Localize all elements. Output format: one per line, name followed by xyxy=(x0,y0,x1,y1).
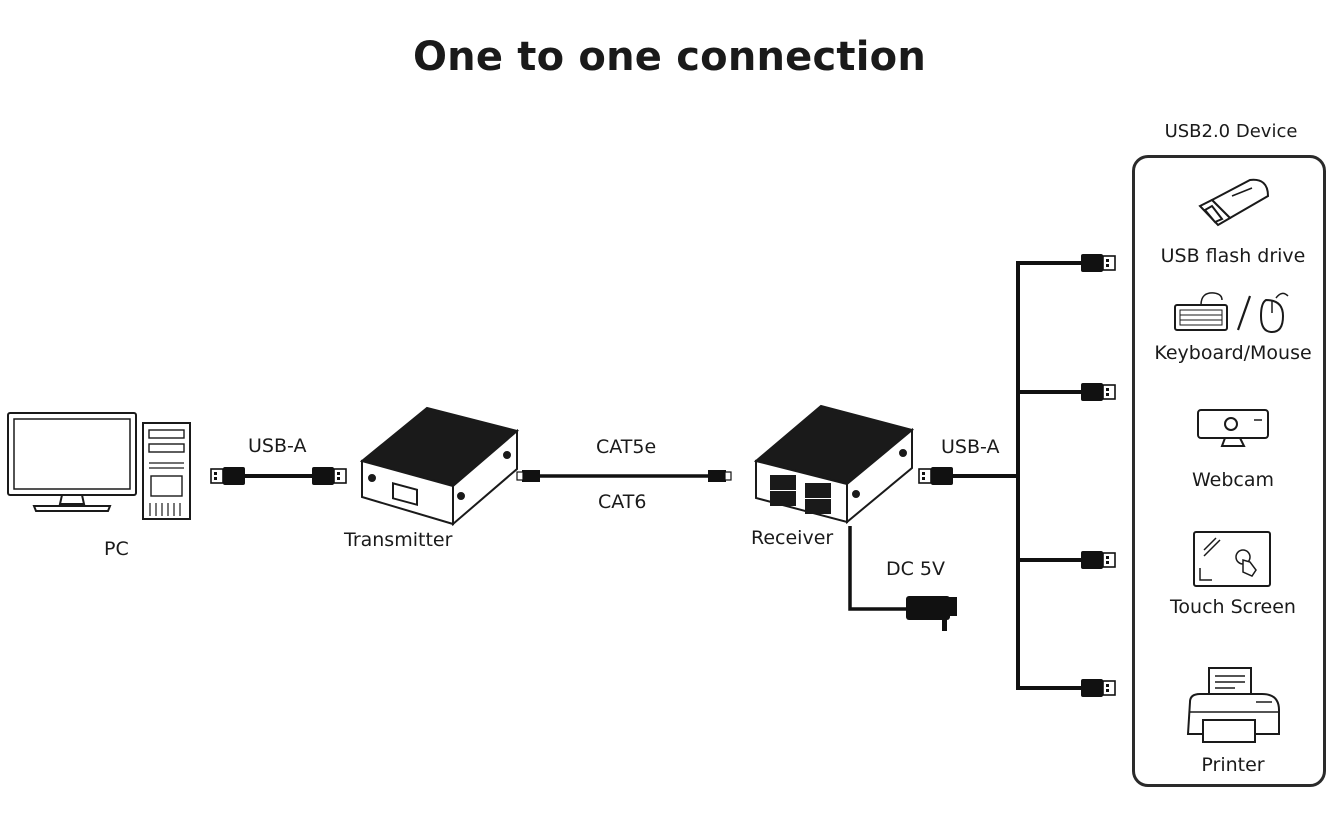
webcam-icon xyxy=(1197,409,1269,447)
dc-5v-label: DC 5V xyxy=(886,558,946,580)
pc-icon xyxy=(7,412,191,520)
usb-a-right-label: USB-A xyxy=(941,436,1000,458)
receiver-label: Receiver xyxy=(751,527,834,549)
device-label-printer: Printer xyxy=(1201,754,1265,776)
device-panel xyxy=(1132,155,1326,787)
power-adapter-icon xyxy=(848,526,957,631)
usb-cable-right xyxy=(918,466,1018,486)
touch-screen-icon xyxy=(1193,531,1271,587)
device-label-touch-screen: Touch Screen xyxy=(1170,596,1296,618)
cat5e-label: CAT5e xyxy=(596,436,657,458)
pc-label: PC xyxy=(104,538,129,560)
cat6-label: CAT6 xyxy=(598,491,647,513)
keyboard-mouse-icon xyxy=(1174,292,1289,334)
network-cable xyxy=(516,470,732,482)
usb-hub-branches xyxy=(1016,253,1116,698)
device-label-keyboard-mouse: Keyboard/Mouse xyxy=(1154,342,1312,364)
printer-icon xyxy=(1186,667,1280,743)
transmitter-label: Transmitter xyxy=(344,529,453,551)
device-panel-title: USB2.0 Device xyxy=(1164,121,1298,142)
transmitter-device-icon xyxy=(359,406,520,527)
usb-flash-drive-icon xyxy=(1198,178,1270,227)
usb-cable-left xyxy=(210,466,347,486)
device-label-webcam: Webcam xyxy=(1191,469,1275,491)
receiver-device-icon xyxy=(753,404,915,525)
diagram-title: One to one connection xyxy=(412,34,927,80)
device-label-flash-drive: USB flash drive xyxy=(1160,245,1306,267)
usb-a-left-label: USB-A xyxy=(248,435,307,457)
